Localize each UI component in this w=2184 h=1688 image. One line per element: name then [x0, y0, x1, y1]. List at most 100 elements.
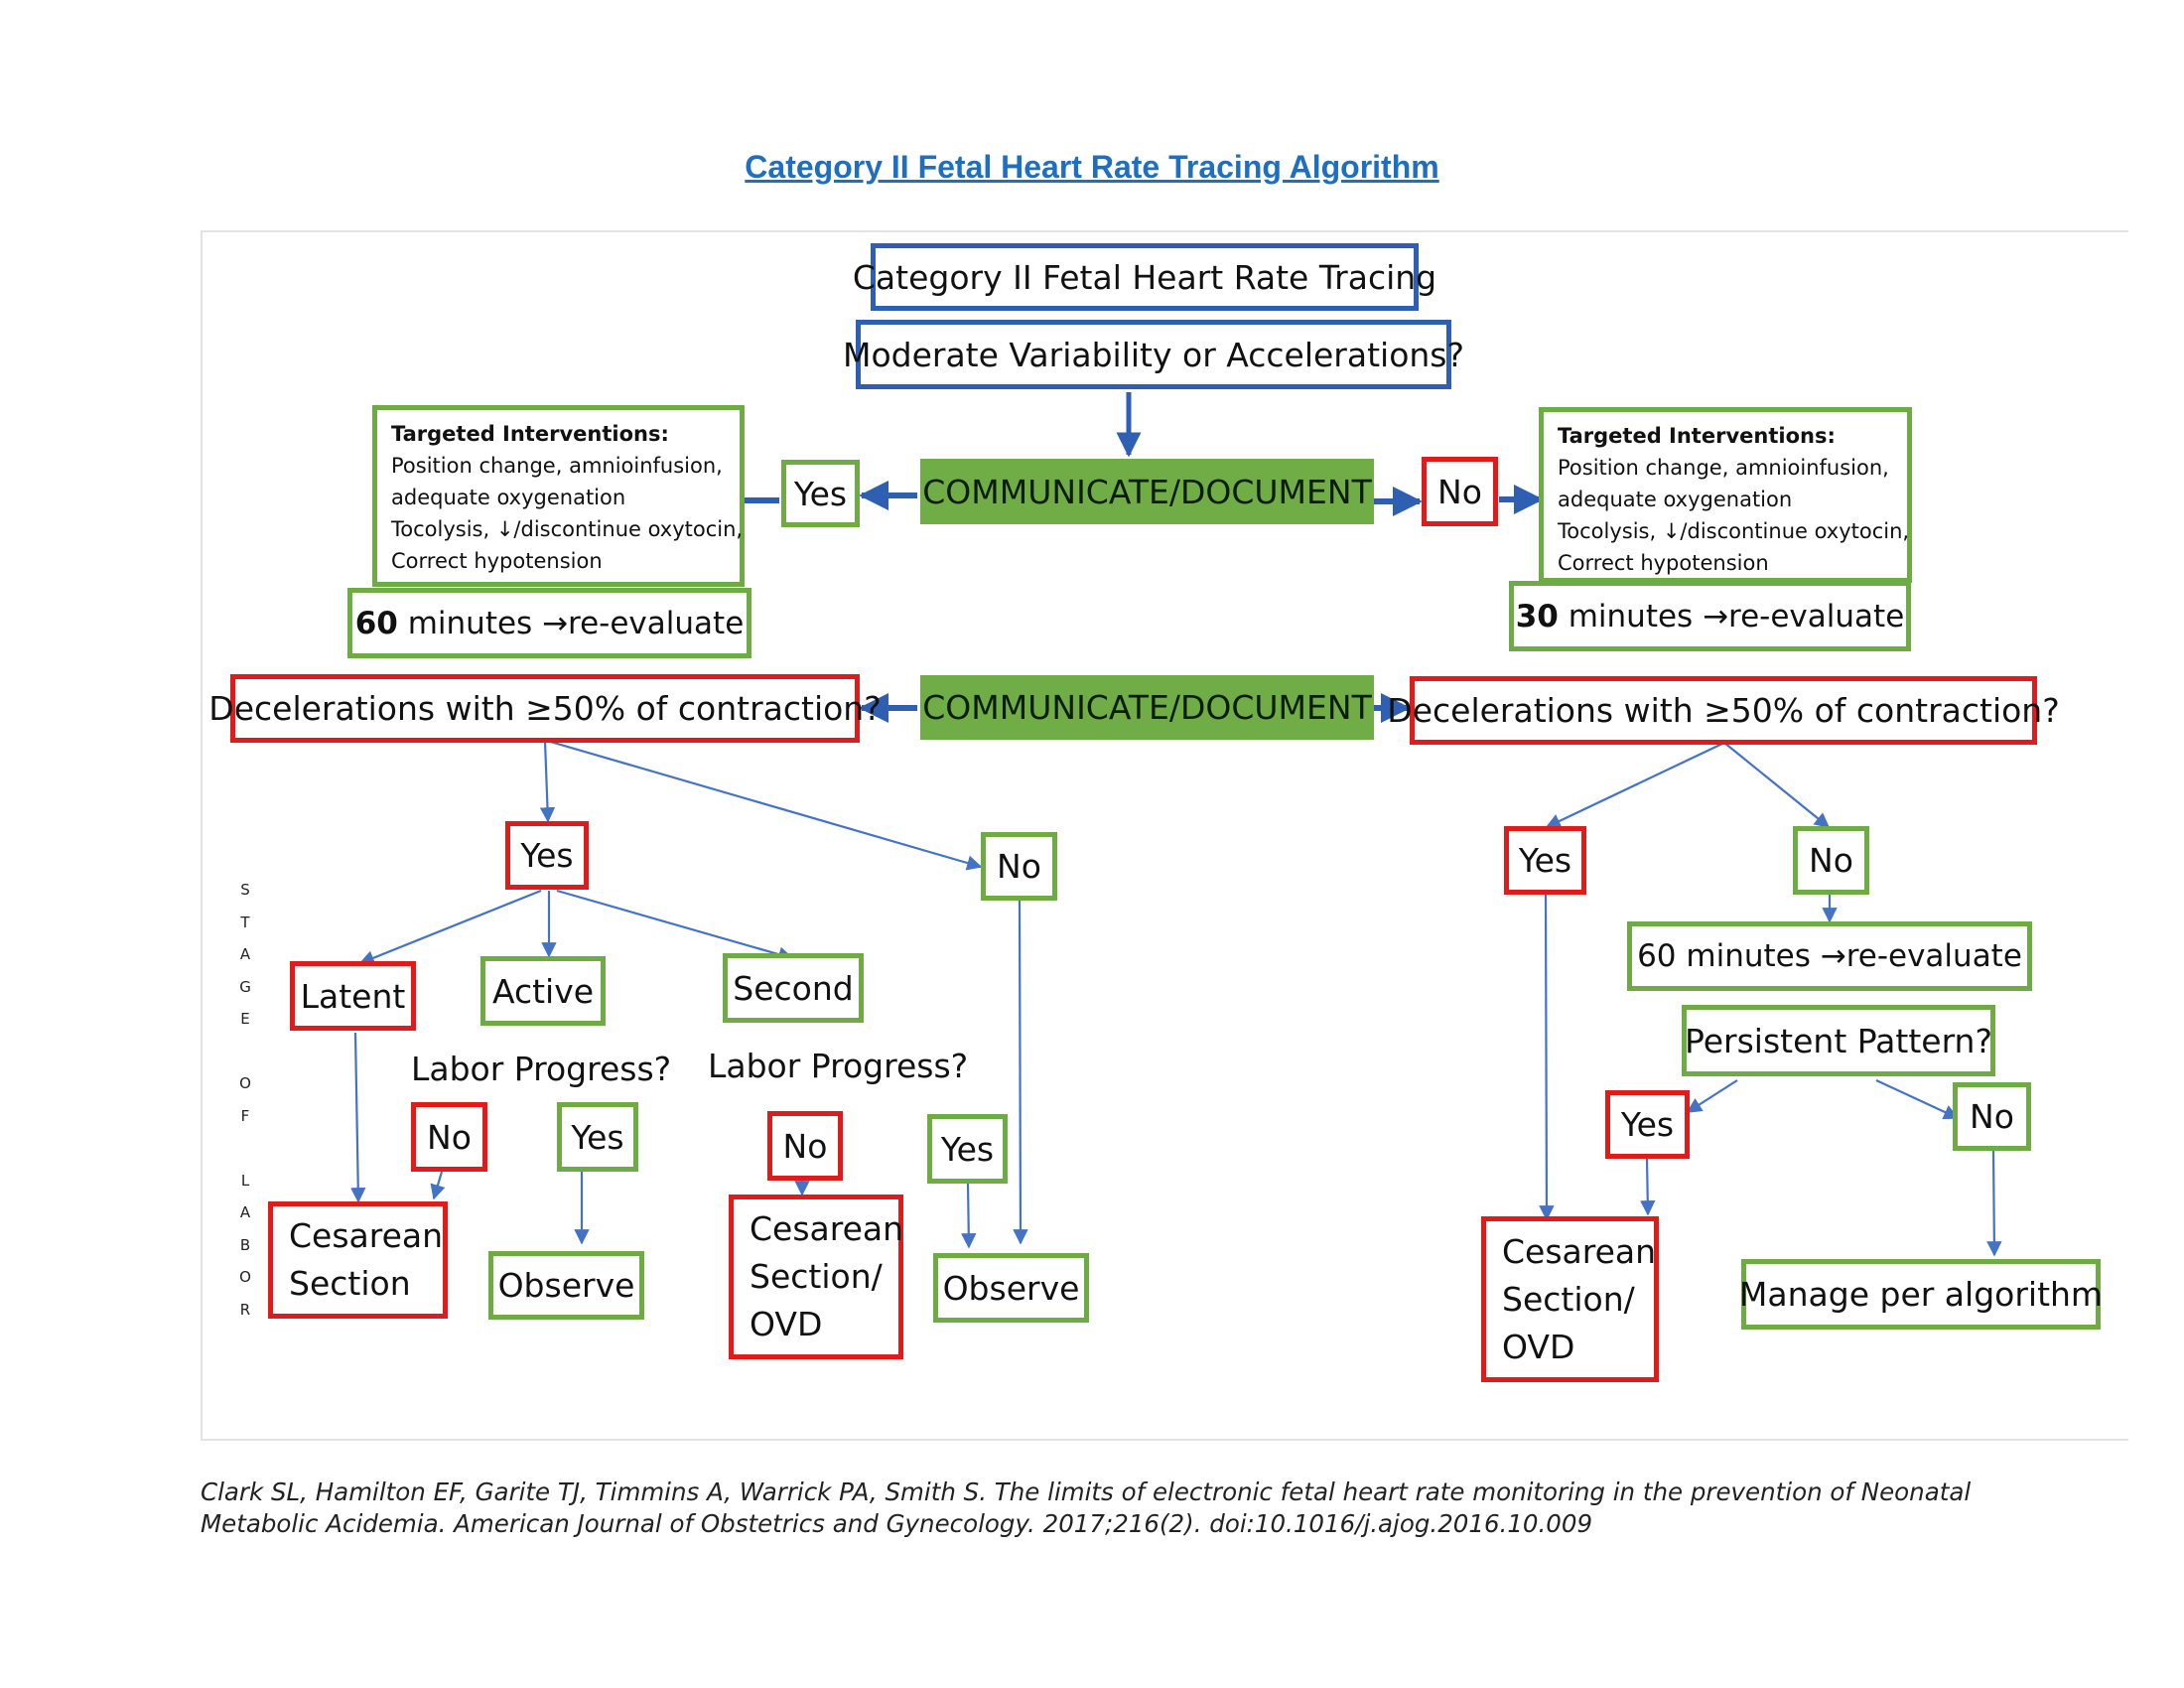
- reevaluate-30-right: 30 minutes →re-evaluate: [1509, 581, 1911, 651]
- cesarean-right-line: OVD: [1502, 1327, 1575, 1366]
- reevaluate-30-number: 30: [1515, 598, 1559, 634]
- diagram-frame: [201, 230, 2128, 1441]
- interventions-left: Targeted Interventions: Position change,…: [372, 405, 745, 587]
- stage-letter: R: [239, 1300, 251, 1319]
- latent-label: Latent: [300, 976, 406, 1016]
- second-no-node: No: [767, 1111, 843, 1181]
- stage-letter: O: [239, 1074, 251, 1092]
- second-yes-label: Yes: [940, 1129, 995, 1169]
- left-no-node: No: [981, 832, 1057, 901]
- persistent-yes-label: Yes: [1620, 1105, 1675, 1144]
- cesarean-second-line: Cesarean: [750, 1209, 904, 1248]
- persistent-no-label: No: [1970, 1097, 2014, 1136]
- right-yes-label: Yes: [1518, 841, 1572, 880]
- left-yes-node: Yes: [505, 821, 589, 890]
- cesarean-latent-line: Cesarean: [289, 1216, 444, 1255]
- right-no-label: No: [1809, 841, 1853, 880]
- citation-text: Clark SL, Hamilton EF, Garite TJ, Timmin…: [201, 1477, 1972, 1538]
- interventions-left-line: adequate oxygenation: [391, 486, 626, 509]
- observe-no-label: Observe: [942, 1268, 1080, 1308]
- interventions-right-line: Tocolysis, ↓/discontinue oxytocin,: [1558, 519, 1910, 543]
- active-yes-node: Yes: [557, 1102, 638, 1172]
- stage-of-labor-label: S T A G E O F L A B O R: [234, 874, 256, 1326]
- category-node: Category II Fetal Heart Rate Tracing: [853, 243, 1436, 311]
- arrow-persistent-yes-to-cesarean: [1640, 1158, 1656, 1216]
- cesarean-second-line: OVD: [750, 1305, 823, 1343]
- stage-letter: S: [240, 881, 250, 899]
- variability-question-label: Moderate Variability or Accelerations?: [842, 335, 1465, 374]
- right-no-node: No: [1793, 826, 1869, 895]
- reevaluate-60-number: 60: [354, 605, 398, 641]
- active-stage-node: Active: [480, 956, 606, 1026]
- persistent-pattern-label: Persistent Pattern?: [1685, 1021, 1992, 1060]
- decelerations-left-node: Decelerations with ≥50% of contraction?: [208, 674, 882, 743]
- cesarean-right-line: Cesarean: [1502, 1231, 1657, 1271]
- observe-no-node: Observe: [933, 1253, 1089, 1323]
- second-yes-node: Yes: [927, 1114, 1008, 1184]
- reevaluate-60-right-no: 60 minutes →re-evaluate: [1627, 921, 2032, 991]
- reevaluate-60-text: minutes →re-evaluate: [397, 605, 745, 641]
- interventions-right-line: Correct hypotension: [1558, 551, 1769, 575]
- stage-letter: [234, 1036, 256, 1068]
- stage-letter: A: [239, 1203, 251, 1221]
- interventions-right-line: Position change, amnioinfusion,: [1558, 456, 1889, 480]
- arrow-decel-right-to-no: [1723, 742, 1831, 828]
- persistent-yes-node: Yes: [1605, 1090, 1690, 1159]
- arrow-right-yes-to-cesarean: [1539, 890, 1555, 1221]
- manage-per-algorithm-node: Manage per algorithm: [1739, 1259, 2103, 1330]
- arrow-decel-right-to-yes: [1545, 742, 1725, 829]
- arrow-latent-to-cesarean: [350, 1032, 366, 1203]
- stage-letter: G: [239, 977, 251, 996]
- communicate-mid-label: COMMUNICATE/DOCUMENT: [922, 688, 1372, 727]
- yes-top-label: Yes: [793, 474, 848, 513]
- observe-active-label: Observe: [497, 1266, 635, 1305]
- interventions-right-line: adequate oxygenation: [1558, 488, 1793, 511]
- arrow-yes-to-latent: [358, 889, 542, 965]
- no-top-label: No: [1437, 472, 1482, 511]
- right-yes-node: Yes: [1504, 826, 1586, 895]
- labor-progress-active-label: Labor Progress?: [411, 1050, 672, 1088]
- stage-letter: B: [239, 1235, 251, 1254]
- arrow-decel-left-to-yes: [539, 740, 556, 823]
- interventions-left-line: Position change, amnioinfusion,: [391, 454, 723, 478]
- arrow-decel-left-to-no: [546, 739, 983, 871]
- yes-top-node: Yes: [781, 460, 860, 527]
- communicate-top-label: COMMUNICATE/DOCUMENT: [922, 472, 1372, 511]
- stage-letter: O: [239, 1268, 251, 1286]
- second-no-label: No: [782, 1126, 828, 1166]
- stage-letter: E: [240, 1010, 250, 1028]
- cesarean-second-line: Section/: [750, 1257, 883, 1296]
- persistent-pattern-node: Persistent Pattern?: [1682, 1005, 1995, 1076]
- no-top-node: No: [1422, 457, 1498, 526]
- stage-letter: T: [240, 913, 250, 931]
- arrow-no-to-observe: [1013, 900, 1028, 1245]
- stage-letter: A: [239, 945, 251, 963]
- left-no-label: No: [997, 847, 1041, 886]
- cesarean-latent-line: Section: [289, 1264, 411, 1303]
- reevaluate-60-right-label: 60 minutes →re-evaluate: [1637, 938, 2022, 974]
- arrow-second-yes-to-observe: [961, 1183, 977, 1249]
- stage-letter: [234, 1132, 256, 1165]
- reevaluate-30-text: minutes →re-evaluate: [1558, 598, 1905, 634]
- interventions-left-line: Correct hypotension: [391, 549, 603, 573]
- labor-progress-second-label: Labor Progress?: [708, 1047, 969, 1085]
- communicate-document-top: COMMUNICATE/DOCUMENT: [920, 459, 1374, 524]
- second-label: Second: [733, 968, 854, 1008]
- arrow-persistent-to-no: [1875, 1079, 1960, 1120]
- decelerations-right-label: Decelerations with ≥50% of contraction?: [1387, 691, 2060, 730]
- stage-letter: L: [240, 1171, 250, 1190]
- active-label: Active: [491, 971, 595, 1011]
- arrow-persistent-to-yes: [1686, 1079, 1738, 1113]
- reevaluate-60-left: 60 minutes →re-evaluate: [347, 588, 751, 658]
- interventions-left-heading: Targeted Interventions:: [391, 422, 669, 446]
- arrow-active-no-to-cesarean: [430, 1171, 446, 1200]
- decelerations-left-label: Decelerations with ≥50% of contraction?: [208, 689, 882, 728]
- arrow-yes-to-second: [556, 889, 794, 962]
- active-yes-label: Yes: [571, 1117, 624, 1157]
- arrow-persistent-no-to-manage: [1986, 1150, 2002, 1257]
- persistent-no-node: No: [1953, 1082, 2031, 1151]
- cesarean-right-line: Section/: [1502, 1279, 1635, 1319]
